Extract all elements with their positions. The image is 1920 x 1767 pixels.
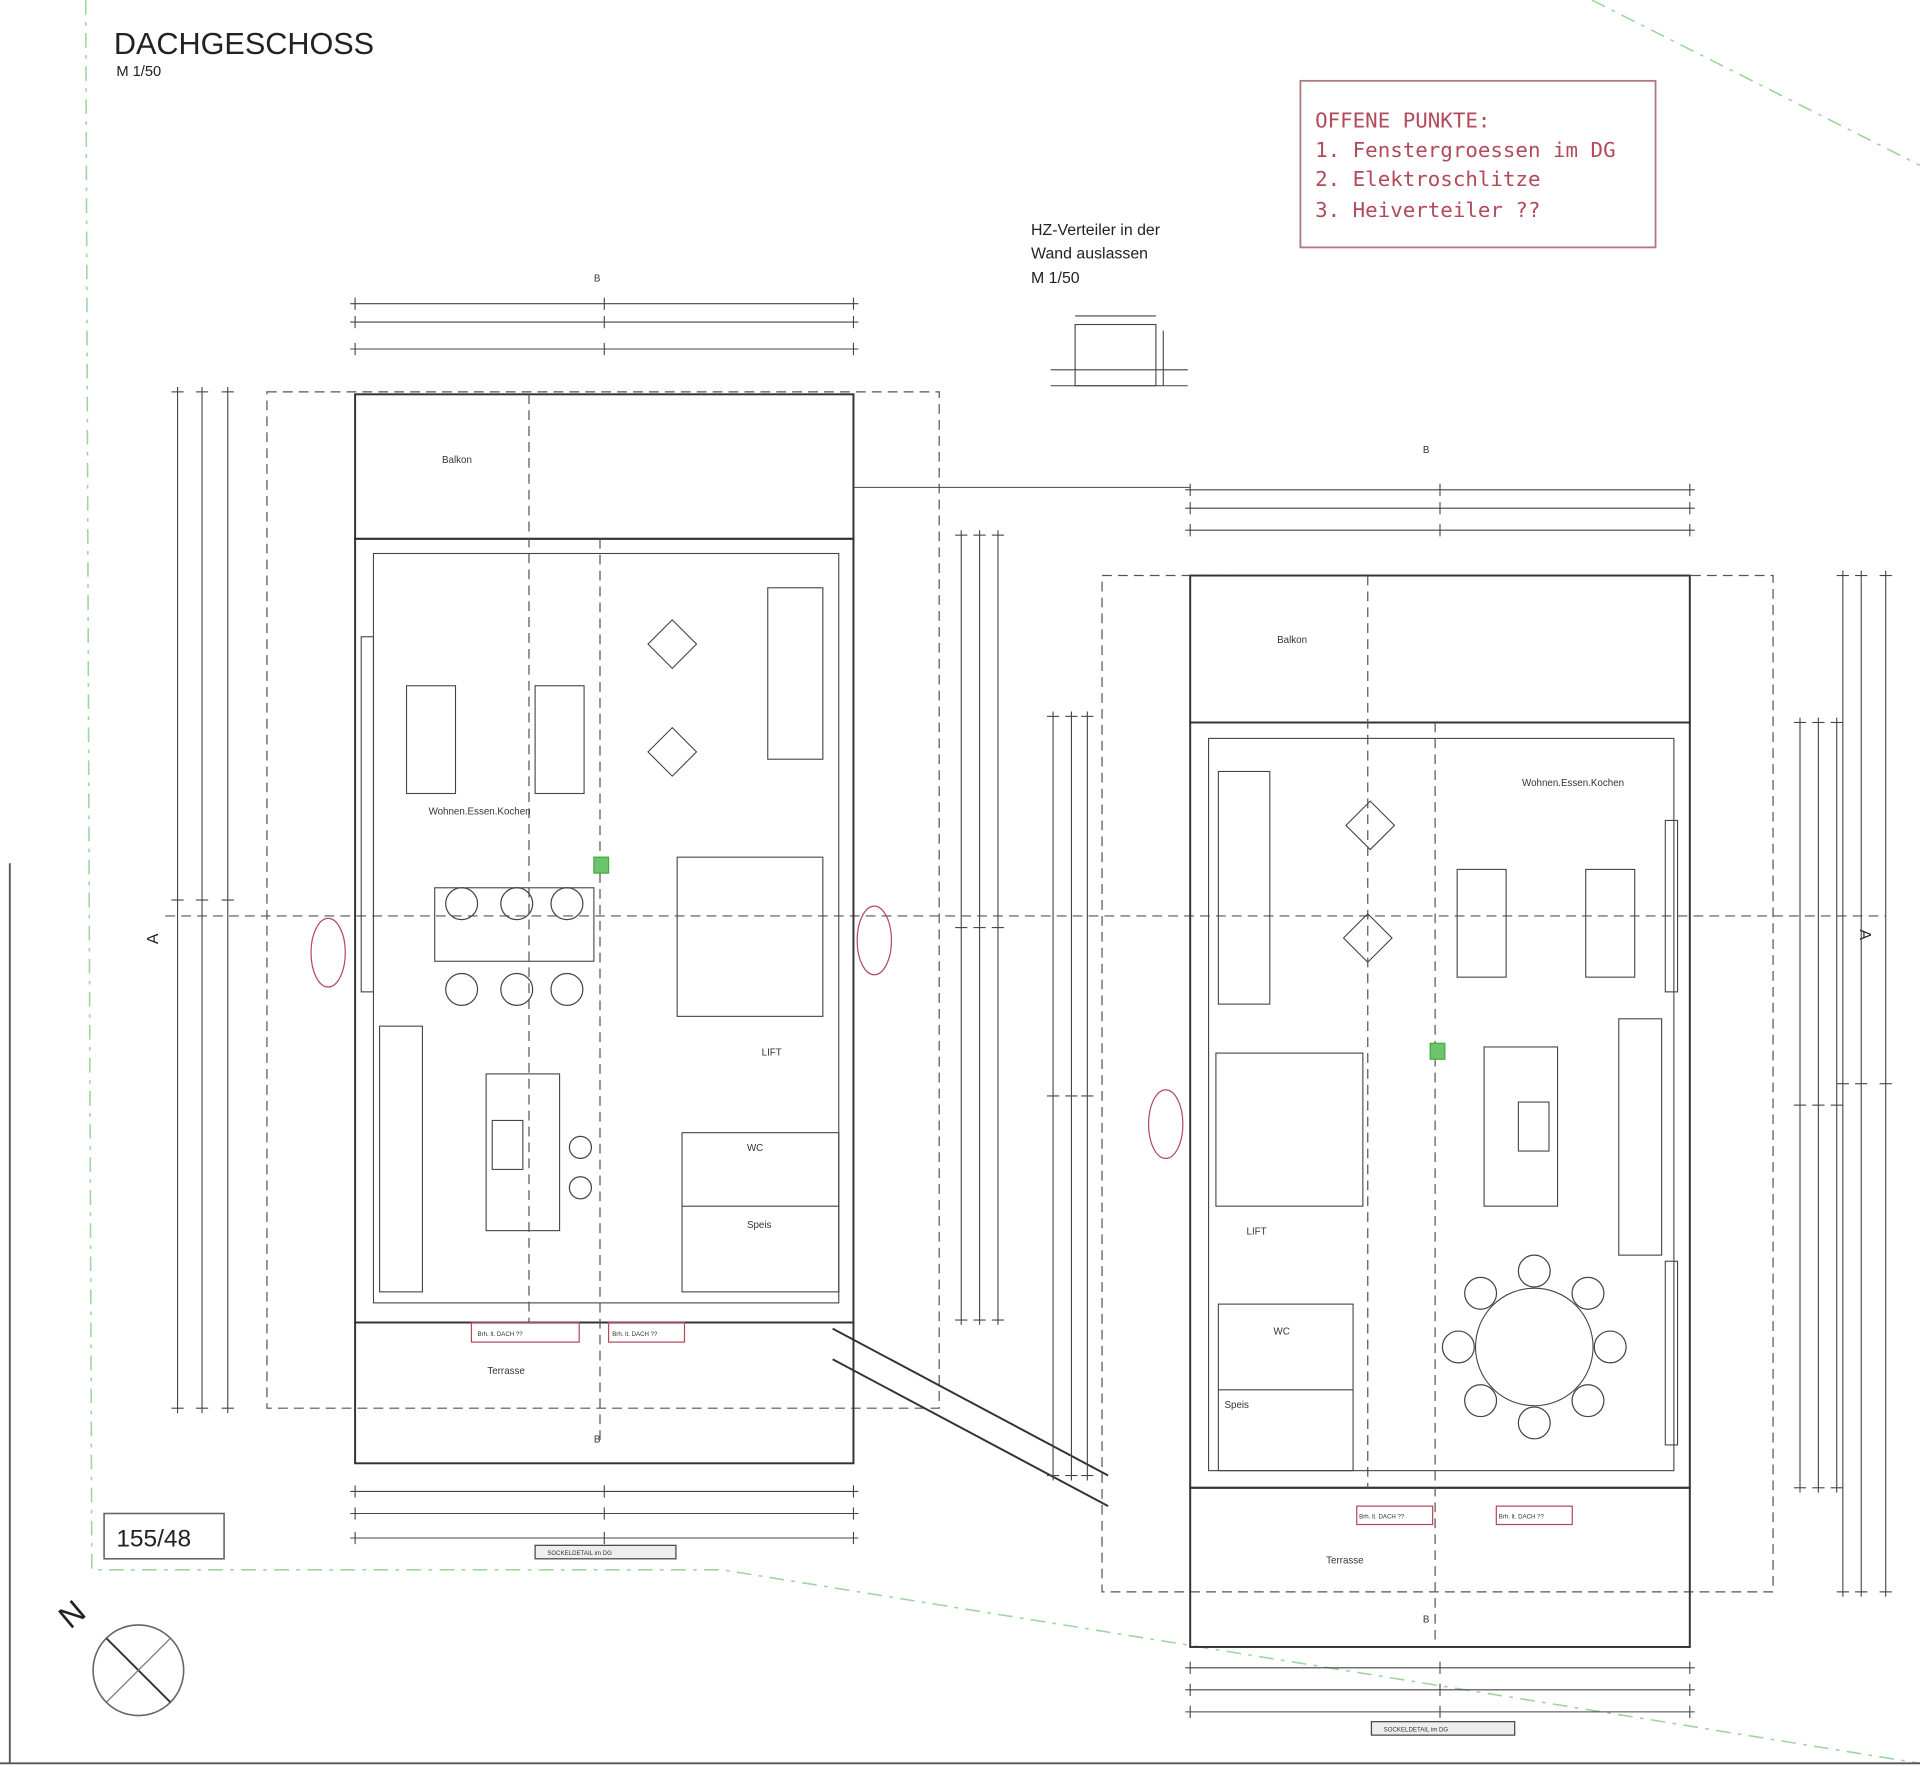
page-title: DACHGESCHOSS xyxy=(114,27,374,61)
hz-marker xyxy=(1429,1042,1446,1060)
open-points-title: OFFENE PUNKTE: xyxy=(1315,108,1490,132)
chair-icon xyxy=(1464,1384,1498,1418)
detail-note-line-2: Wand auslassen xyxy=(1031,245,1148,262)
room-label-terrasse: Terrasse xyxy=(487,1366,525,1377)
section-mark-a-left: A xyxy=(145,933,162,944)
room-label-lift: LIFT xyxy=(1247,1226,1267,1237)
room-label-speis: Speis xyxy=(1224,1400,1249,1411)
chair-icon xyxy=(1441,1330,1475,1364)
chair-icon xyxy=(445,887,479,921)
detail-note-line-3: M 1/50 xyxy=(1031,270,1080,287)
room-label-wc: WC xyxy=(1273,1327,1289,1338)
chair-icon xyxy=(550,972,584,1006)
room-label-balkon: Balkon xyxy=(442,455,472,466)
north-label: N xyxy=(52,1593,93,1635)
footer-label: SOCKELDETAIL im DG xyxy=(1384,1726,1449,1733)
detail-note-line-1: HZ-Verteiler in der xyxy=(1031,222,1161,239)
connecting-passage xyxy=(832,486,1191,1508)
room-label-balkon: Balkon xyxy=(1277,635,1307,646)
red-tag: Brh. lt. DACH ?? xyxy=(1499,1513,1545,1520)
open-point-1: 1. Fenstergroessen im DG xyxy=(1315,138,1616,162)
open-point-3: 3. Heiverteiler ?? xyxy=(1315,198,1540,222)
chair-icon xyxy=(500,972,534,1006)
north-arrow-icon xyxy=(92,1624,185,1717)
room-label-wohnen: Wohnen.Essen.Kochen xyxy=(1522,778,1624,789)
red-tag: Brh. lt. DACH ?? xyxy=(1359,1513,1405,1520)
chair-icon xyxy=(1571,1384,1605,1418)
section-mark-b: B xyxy=(594,1434,601,1445)
chair-icon xyxy=(550,887,584,921)
chair-icon xyxy=(568,1176,593,1200)
revision-cloud xyxy=(310,917,346,988)
chair-icon xyxy=(1593,1330,1627,1364)
hz-detail: HZ-Verteiler in der Wand auslassen M 1/5… xyxy=(1031,222,1188,387)
room-label-lift: LIFT xyxy=(762,1048,782,1059)
section-mark-a-right: A xyxy=(1856,929,1873,940)
parcel-box xyxy=(103,1512,225,1560)
chair-icon xyxy=(1517,1254,1551,1288)
footer-label: SOCKELDETAIL im DG xyxy=(547,1550,612,1557)
chair-icon xyxy=(568,1135,593,1160)
property-lines xyxy=(84,0,1920,1765)
chair-icon xyxy=(445,972,479,1006)
room-label-wohnen: Wohnen.Essen.Kochen xyxy=(429,806,531,817)
left-unit-plan: Balkon Wohnen.Essen.Kochen LIFT WC Speis… xyxy=(266,274,940,1560)
room-label-speis: Speis xyxy=(747,1220,772,1231)
chair-icon xyxy=(1517,1406,1551,1440)
page-scale: M 1/50 xyxy=(116,64,161,80)
section-mark-b: B xyxy=(1423,1614,1430,1625)
revision-cloud xyxy=(856,905,893,976)
open-point-2: 2. Elektroschlitze xyxy=(1315,167,1540,191)
red-tag: Brh. lt. DACH ?? xyxy=(478,1331,524,1338)
chair-icon xyxy=(1571,1276,1605,1310)
section-mark-b: B xyxy=(594,274,601,285)
open-points-box: OFFENE PUNKTE: 1. Fenstergroessen im DG … xyxy=(1299,79,1657,249)
chair-icon xyxy=(1464,1276,1498,1310)
section-mark-b: B xyxy=(1423,445,1430,456)
parcel-number: 155/48 xyxy=(116,1526,191,1553)
chair-icon xyxy=(500,887,534,921)
revision-cloud xyxy=(1147,1089,1184,1160)
dimension-lines xyxy=(171,297,1892,1718)
hz-marker xyxy=(593,856,610,874)
room-label-terrasse: Terrasse xyxy=(1326,1556,1364,1567)
room-label-wc: WC xyxy=(747,1143,763,1154)
right-unit-plan: Balkon Wohnen.Essen.Kochen LIFT WC Speis… xyxy=(1101,445,1774,1736)
red-tag: Brh. lt. DACH ?? xyxy=(612,1331,658,1338)
